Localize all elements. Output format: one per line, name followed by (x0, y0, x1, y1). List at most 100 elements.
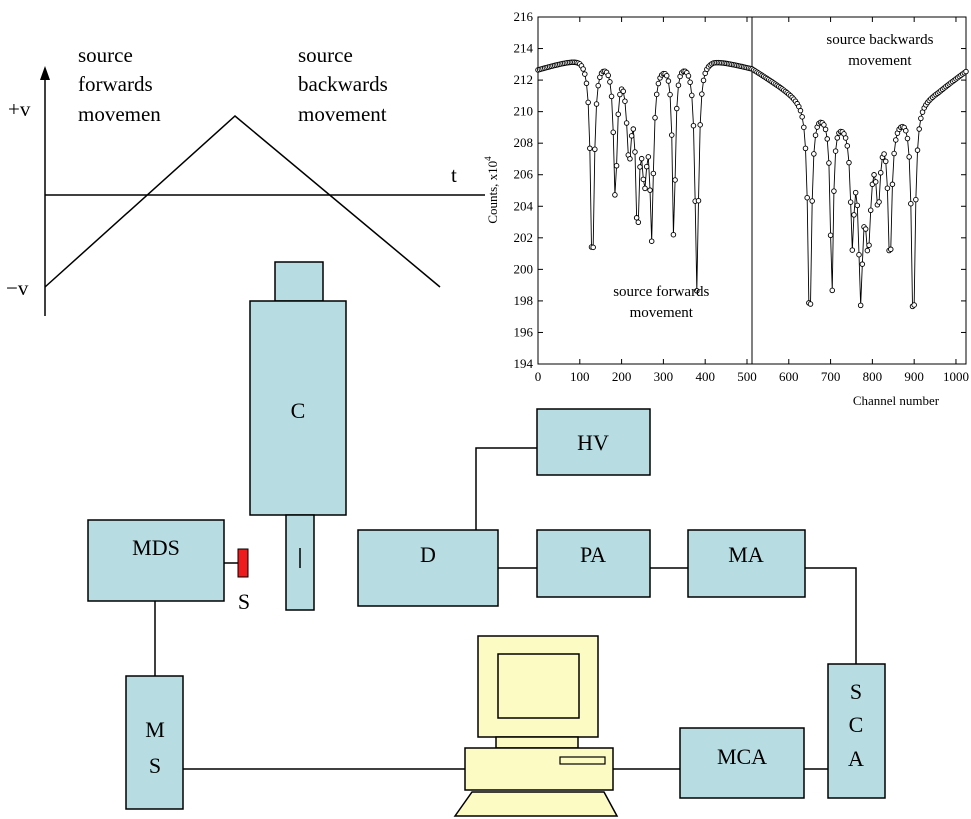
d-label: D (420, 542, 436, 567)
source-s-label: S (238, 589, 250, 614)
data-point (592, 146, 598, 153)
data-point (612, 192, 618, 198)
data-point (582, 71, 588, 77)
data-point (826, 160, 832, 166)
y-tick-label: 216 (514, 9, 534, 24)
ms-label-2: S (149, 753, 161, 778)
data-point (617, 91, 623, 98)
data-point (889, 181, 896, 188)
ma-box (687, 529, 806, 598)
data-point (906, 154, 912, 160)
data-point (822, 126, 829, 133)
data-point (851, 212, 857, 218)
backward-label-3: movement (298, 102, 387, 126)
y-axis-label: Counts, x104 (483, 156, 500, 224)
data-point (610, 129, 616, 136)
y-tick-label: 198 (514, 293, 534, 308)
x-axis-label: Channel number (853, 393, 940, 408)
data-point (856, 251, 862, 258)
data-point (829, 287, 836, 294)
wire-d-hv (475, 447, 537, 530)
y-tick-label: 210 (514, 104, 534, 119)
data-point (695, 197, 702, 204)
annotation-text: source backwards (826, 32, 933, 48)
ms-box (125, 675, 184, 810)
data-point (914, 147, 921, 153)
data-point (888, 246, 894, 253)
sca-label-1: S (850, 679, 862, 704)
data-point (642, 185, 648, 192)
mds-label: MDS (132, 535, 180, 560)
sca-label-2: C (849, 712, 864, 737)
data-point (963, 68, 969, 75)
data-point (640, 176, 647, 183)
x-tick-label: 0 (535, 369, 542, 384)
data-point (872, 179, 879, 185)
data-point (620, 88, 627, 95)
data-point (585, 99, 591, 106)
data-point (866, 242, 872, 248)
data-point (903, 127, 909, 134)
y-tick-label: 194 (514, 356, 534, 371)
data-point (871, 172, 877, 178)
data-point (812, 132, 819, 138)
data-point (655, 80, 662, 87)
data-point (608, 93, 615, 100)
y-tick-label: 196 (514, 324, 534, 339)
sca-label-3: A (848, 746, 864, 771)
ms-label-1: M (145, 717, 165, 742)
data-point (667, 91, 673, 98)
data-point (674, 105, 680, 112)
data-point (862, 226, 869, 232)
data-point (648, 238, 655, 244)
x-tick-label: 200 (612, 369, 632, 384)
data-point (627, 156, 633, 162)
data-point (797, 107, 804, 114)
sca-box (827, 663, 886, 799)
computer-keyboard (453, 791, 619, 817)
data-point (832, 148, 839, 154)
data-point (645, 154, 652, 160)
data-point (834, 135, 841, 141)
data-point (637, 164, 643, 170)
data-point (650, 170, 657, 177)
data-point (670, 231, 677, 238)
data-point (904, 135, 911, 142)
forward-label-3: movemen (78, 102, 161, 126)
mds-box (87, 519, 225, 602)
data-point (690, 122, 697, 129)
data-point (652, 115, 658, 121)
data-point (630, 126, 637, 132)
x-tick-label: 100 (570, 369, 590, 384)
data-point (807, 301, 814, 307)
data-point (638, 155, 645, 162)
x-tick-label: 800 (863, 369, 883, 384)
data-point (643, 163, 650, 170)
waveform-axis-arrow (40, 66, 50, 80)
data-point (809, 198, 815, 204)
data-point (811, 151, 817, 157)
data-point (916, 126, 922, 132)
annotation-text: movement (848, 53, 912, 69)
plus-v-label: +v (8, 97, 31, 121)
x-tick-label: 400 (695, 369, 715, 384)
data-point (884, 185, 891, 191)
annotation-text: movement (630, 305, 694, 321)
data-point (628, 133, 635, 139)
x-tick-label: 500 (737, 369, 757, 384)
spectrum-series-points (535, 59, 969, 310)
data-point (587, 145, 593, 152)
data-point (700, 77, 707, 84)
waveform-triangle (44, 115, 441, 288)
source-s (237, 548, 249, 578)
data-point (891, 150, 897, 157)
data-point (663, 72, 670, 79)
data-point (857, 302, 864, 309)
data-point (672, 177, 678, 183)
data-point (864, 247, 871, 254)
data-point (615, 111, 622, 117)
x-tick-label: 1000 (943, 369, 969, 384)
wire-ma-sca (805, 567, 857, 664)
data-point (799, 114, 805, 120)
